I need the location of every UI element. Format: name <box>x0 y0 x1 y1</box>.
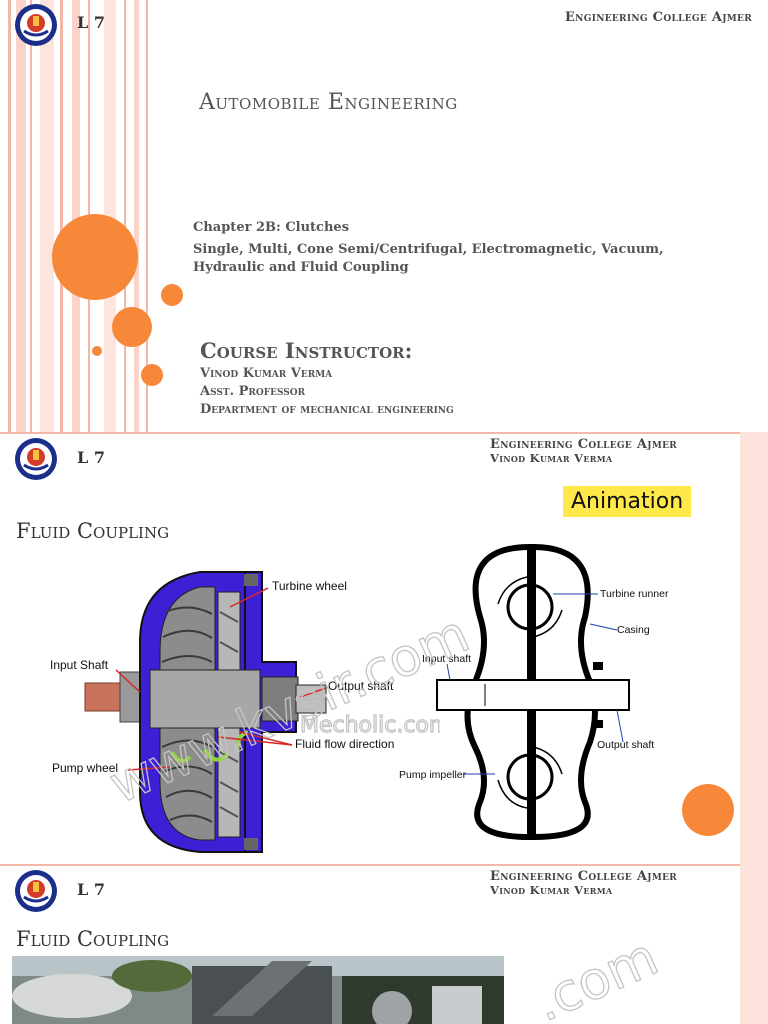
slide-heading: Fluid Coupling <box>16 519 170 543</box>
fluid-coupling-slide: L 7 Engineering College Ajmer Vinod Kuma… <box>0 432 740 864</box>
topics-line-2: Hydraulic and Fluid Coupling <box>193 260 409 275</box>
label-fluid-flow-direction: Fluid flow direction <box>295 737 394 751</box>
lecture-number: L 7 <box>77 13 105 32</box>
slide-watermark: .com <box>525 927 667 1024</box>
decor-circle-large <box>52 214 138 300</box>
instructor-department: Department of mechanical engineering <box>200 402 454 417</box>
lecture-number: L 7 <box>77 448 105 467</box>
fluid-coupling-photo-slide: L 7 Engineering College Ajmer Vinod Kuma… <box>0 864 740 1024</box>
label-pump-wheel: Pump wheel <box>52 761 118 775</box>
title-slide-decoration <box>8 0 183 432</box>
slide-divider <box>0 864 740 866</box>
college-logo <box>15 438 57 480</box>
lecture-number: L 7 <box>77 880 105 899</box>
instructor-short: Vinod Kumar Verma <box>490 883 613 897</box>
decor-circle-tiny <box>92 346 102 356</box>
label-output-shaft: Output shaft <box>328 679 394 693</box>
label-input-shaft: Input Shaft <box>50 658 109 672</box>
fluid-coupling-photo <box>12 956 504 1024</box>
college-logo <box>15 4 57 46</box>
side-strip <box>740 432 768 1024</box>
college-name: Engineering College Ajmer <box>490 869 678 884</box>
fluid-coupling-schematic-diagram: Turbine runner Casing Input shaft Output… <box>399 543 669 841</box>
course-title: Automobile Engineering <box>199 90 458 115</box>
label-output-shaft-schematic: Output shaft <box>597 739 654 751</box>
chapter-title: Chapter 2B: Clutches <box>193 220 350 235</box>
label-input-shaft-schematic: Input shaft <box>422 653 471 665</box>
decor-circle-small-2 <box>141 364 163 386</box>
label-casing: Casing <box>617 624 650 636</box>
decor-circle-medium <box>112 307 152 347</box>
site-watermark: Mecholic.com <box>300 713 440 738</box>
instructor-heading: Course Instructor: <box>200 338 413 363</box>
watermark-text: .com <box>526 927 667 1024</box>
college-name: Engineering College Ajmer <box>490 437 678 452</box>
slide-heading: Fluid Coupling <box>16 927 170 951</box>
decor-circle <box>682 784 734 836</box>
instructor-title: Asst. Professor <box>200 384 306 399</box>
instructor-short: Vinod Kumar Verma <box>490 451 613 465</box>
instructor-name: Vinod Kumar Verma <box>200 366 333 381</box>
topics-line-1: Single, Multi, Cone Semi/Centrifugal, El… <box>193 242 664 257</box>
watermark-text: www.kvsir.com <box>101 604 478 816</box>
label-turbine-runner: Turbine runner <box>600 588 669 600</box>
label-pump-impeller: Pump impeller <box>399 769 467 781</box>
slide-watermark: www.kvsir.com <box>100 603 478 816</box>
decor-circle-small <box>161 284 183 306</box>
animation-button[interactable]: Animation <box>563 486 692 517</box>
slide-divider <box>0 432 740 434</box>
college-logo <box>15 870 57 912</box>
label-turbine-wheel: Turbine wheel <box>272 579 347 593</box>
title-slide: L 7 Engineering College Ajmer Automobile… <box>0 0 768 432</box>
fluid-coupling-cutaway-diagram: Turbine wheel Input Shaft Output shaft F… <box>50 571 440 853</box>
college-name: Engineering College Ajmer <box>564 10 752 25</box>
